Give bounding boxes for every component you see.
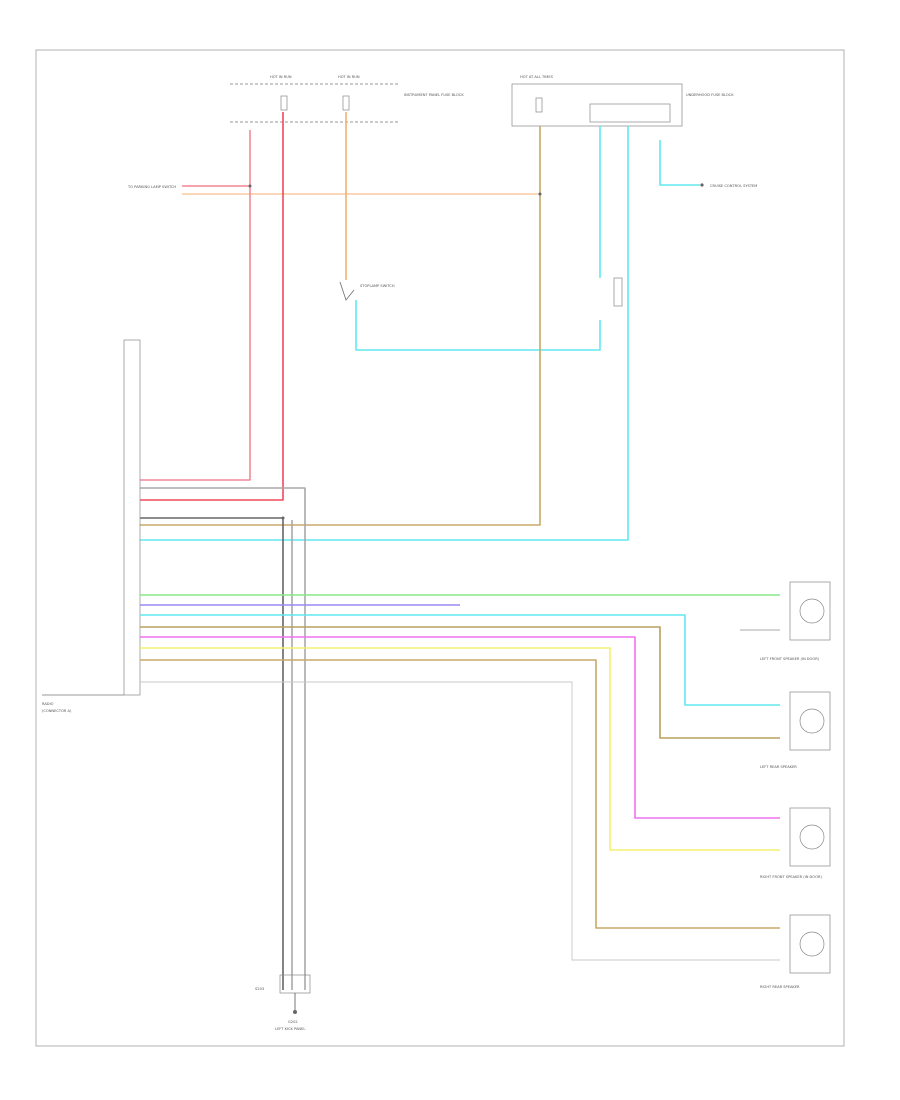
radio-label: RADIO bbox=[42, 702, 54, 706]
wire-red-b bbox=[140, 112, 284, 501]
stoplamp-switch bbox=[339, 281, 355, 301]
wire-cyan-radio bbox=[140, 126, 629, 541]
speaker-left-front: LEFT FRONT SPEAKER (IN DOOR) bbox=[760, 581, 831, 661]
wire-pink-a bbox=[140, 130, 251, 481]
wire-tan-rr bbox=[140, 659, 780, 929]
underhood-fuse-box bbox=[511, 83, 683, 127]
wire-olive-lr bbox=[140, 626, 780, 739]
speaker-right-rear: RIGHT REAR SPEAKER bbox=[760, 914, 831, 989]
fuse-a bbox=[280, 95, 288, 111]
fuse-b-label: HOT IN RUN bbox=[338, 75, 360, 79]
park-module-label: TO PARKING LAMP SWITCH bbox=[127, 185, 176, 189]
wire-gray-top bbox=[140, 487, 306, 990]
wire-black-ground bbox=[140, 517, 284, 990]
speaker-lr-label: LEFT REAR SPEAKER bbox=[760, 765, 797, 769]
speaker-rr-label: RIGHT REAR SPEAKER bbox=[760, 985, 800, 989]
splice-label: S203 bbox=[255, 987, 264, 991]
wire-yellow-rf bbox=[140, 647, 780, 851]
ground-label: G202 bbox=[288, 1020, 298, 1024]
wire-cyan-lr bbox=[140, 614, 780, 706]
radio-sub-label: (CONNECTOR A) bbox=[42, 709, 72, 713]
radio-connector bbox=[123, 339, 141, 696]
fuse-a-label: HOT IN RUN bbox=[270, 75, 292, 79]
speaker-lf-label: LEFT FRONT SPEAKER (IN DOOR) bbox=[760, 657, 820, 661]
wire-magenta-rf bbox=[140, 636, 780, 819]
wire-white-rr bbox=[140, 681, 780, 961]
speaker-right-front: RIGHT FRONT SPEAKER (IN DOOR) bbox=[760, 807, 831, 879]
ground-sub-label: LEFT KICK PANEL bbox=[275, 1027, 305, 1031]
cruise-label: CRUISE CONTROL SYSTEM bbox=[710, 184, 757, 188]
wire-cyan-brake bbox=[355, 300, 601, 351]
fuse-block-note: INSTRUMENT PANEL FUSE BLOCK bbox=[404, 93, 464, 97]
ground-symbol bbox=[293, 1010, 297, 1014]
speaker-left-rear: LEFT REAR SPEAKER bbox=[760, 691, 831, 769]
clutch-switch bbox=[613, 277, 623, 307]
underhood-label: HOT AT ALL TIMES bbox=[520, 75, 554, 79]
speaker-rf-label: RIGHT FRONT SPEAKER (IN DOOR) bbox=[760, 875, 822, 879]
fuse-c bbox=[535, 97, 543, 113]
diagram-frame bbox=[35, 49, 845, 1047]
fuse-b bbox=[342, 95, 350, 111]
wire-cyan-cruise bbox=[659, 140, 700, 186]
underhood-note: UNDERHOOD FUSE BLOCK bbox=[686, 93, 734, 97]
wire-tan-radio bbox=[140, 126, 541, 526]
brake-switch-label: STOPLAMP SWITCH bbox=[360, 284, 395, 288]
relay-box bbox=[589, 103, 671, 123]
